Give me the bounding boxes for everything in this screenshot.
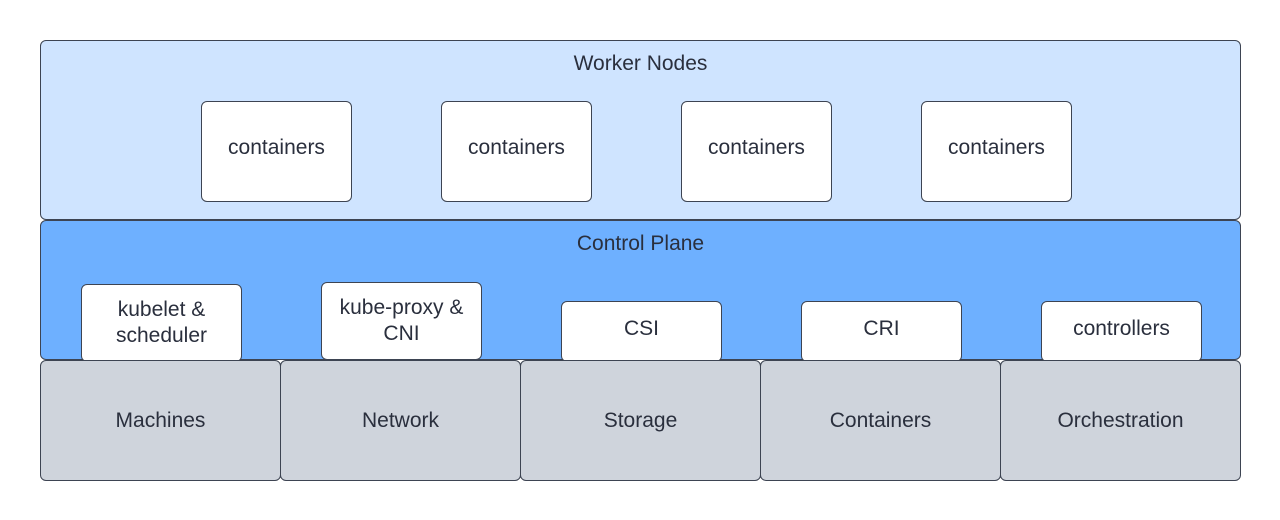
network-box: Network — [280, 360, 521, 481]
kube-proxy-cni-box: kube-proxy & CNI — [321, 282, 482, 360]
containers-box: containers — [681, 101, 832, 202]
containers-box: containers — [201, 101, 352, 202]
control-plane-title: Control Plane — [576, 232, 705, 255]
csi-box: CSI — [561, 301, 722, 362]
containers-box: containers — [441, 101, 592, 202]
kubelet-scheduler-box: kubelet & scheduler — [81, 284, 242, 362]
storage-box: Storage — [520, 360, 761, 481]
orchestration-box: Orchestration — [1000, 360, 1241, 481]
foundation-layer: Machines Network Storage Containers Orch… — [40, 360, 1241, 481]
controllers-box: controllers — [1041, 301, 1202, 362]
containers-foundation-box: Containers — [760, 360, 1001, 481]
worker-nodes-title: Worker Nodes — [573, 52, 708, 75]
machines-box: Machines — [40, 360, 281, 481]
containers-box: containers — [921, 101, 1072, 202]
control-plane-layer: Control Plane kubelet & scheduler kube-p… — [40, 220, 1241, 362]
cri-box: CRI — [801, 301, 962, 362]
worker-nodes-layer: Worker Nodes containers containers conta… — [40, 40, 1241, 220]
